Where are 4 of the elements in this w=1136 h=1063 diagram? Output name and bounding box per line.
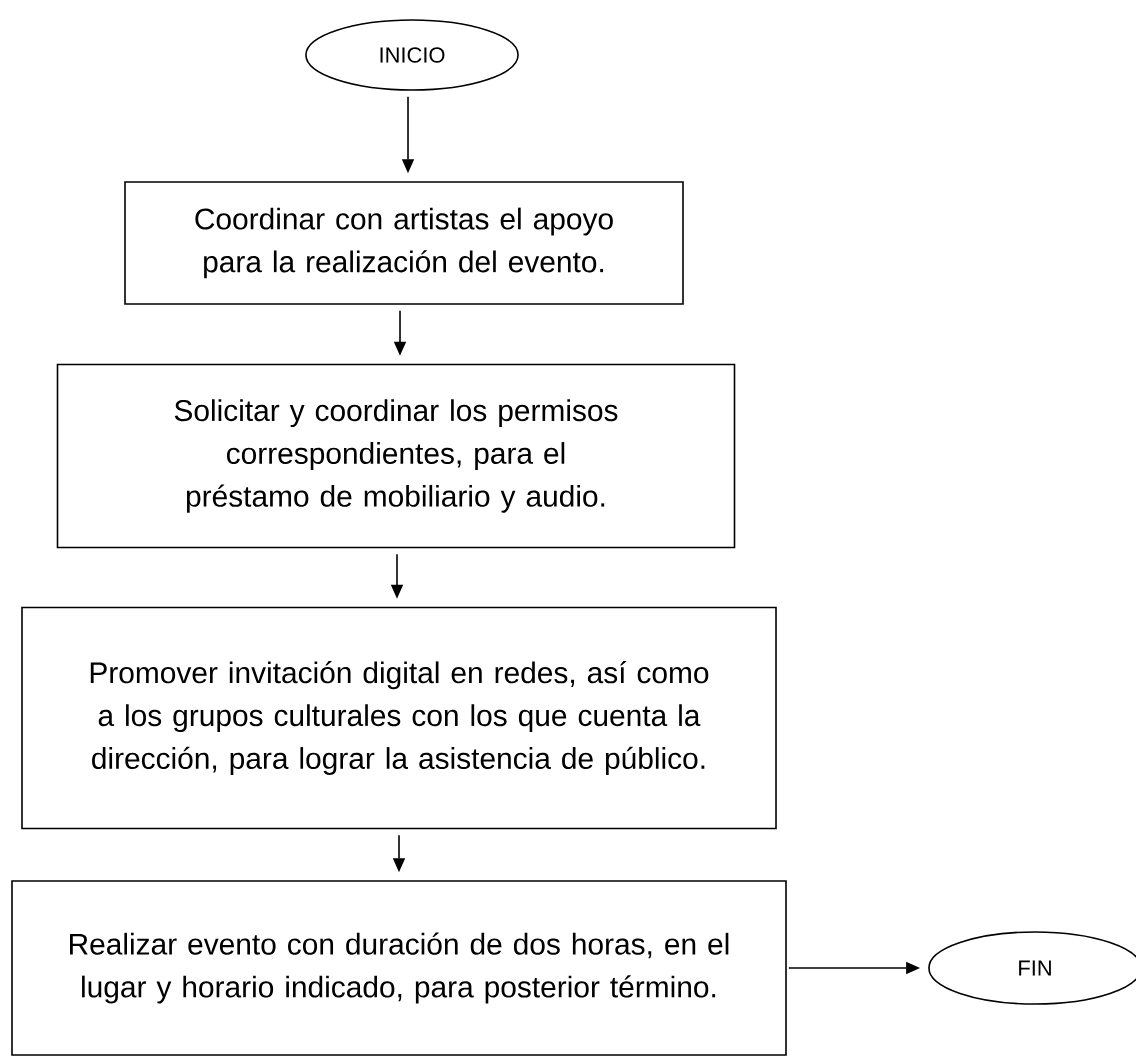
process-box: Realizar evento con duración de dos horas, en el lugar y horario indicado, para posterior término. (11, 880, 787, 1056)
process-box: Solicitar y coordinar los permisos correspondientes, para el préstamo de mobiliario y audio. (56, 363, 736, 549)
process-box: Coordinar con artistas el apoyo para la realización del evento. (124, 181, 684, 305)
process-box: Promover invitación digital en redes, así como a los grupos culturales con los que cuenta la dirección, para lograr la asistencia de público. (21, 606, 777, 830)
